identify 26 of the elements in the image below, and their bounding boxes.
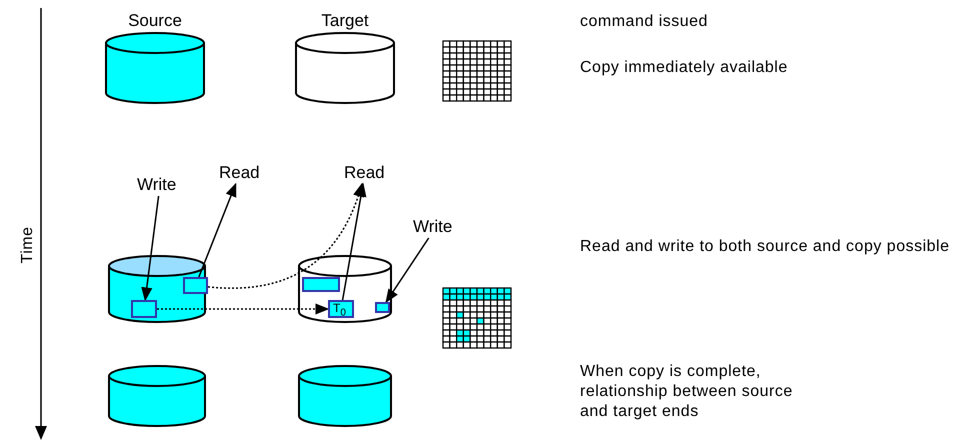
cylinder-label: Target: [320, 10, 370, 32]
arrow: [157, 303, 330, 315]
operation-label: Write: [413, 216, 459, 238]
status-note: Copy immediately available: [580, 58, 789, 78]
data-block: [375, 302, 390, 313]
axis-label: Time: [18, 226, 37, 266]
status-note: command issued: [580, 12, 709, 32]
block-box: T$_{0}$: [328, 300, 354, 318]
storage-cylinder: [298, 255, 392, 323]
status-note: When copy is complete, relationship between source and target ends: [580, 362, 794, 422]
arrow: [385, 238, 430, 304]
arrow: [342, 182, 366, 300]
arrow: [141, 196, 160, 302]
data-block: [302, 277, 340, 292]
operation-label: Read: [219, 162, 261, 184]
status-note: Read and write to both source and copy possible: [580, 237, 950, 257]
data-block: [183, 277, 208, 294]
data-block: [131, 300, 157, 318]
operation-label: Write: [137, 174, 183, 196]
operation-label: Read: [344, 162, 386, 184]
storage-cylinder: [108, 365, 206, 427]
arrow: [208, 182, 364, 289]
arrow: [198, 182, 236, 278]
storage-cylinder: [298, 365, 392, 427]
storage-cylinder: [108, 255, 206, 323]
cylinder-label: Source: [127, 10, 183, 32]
